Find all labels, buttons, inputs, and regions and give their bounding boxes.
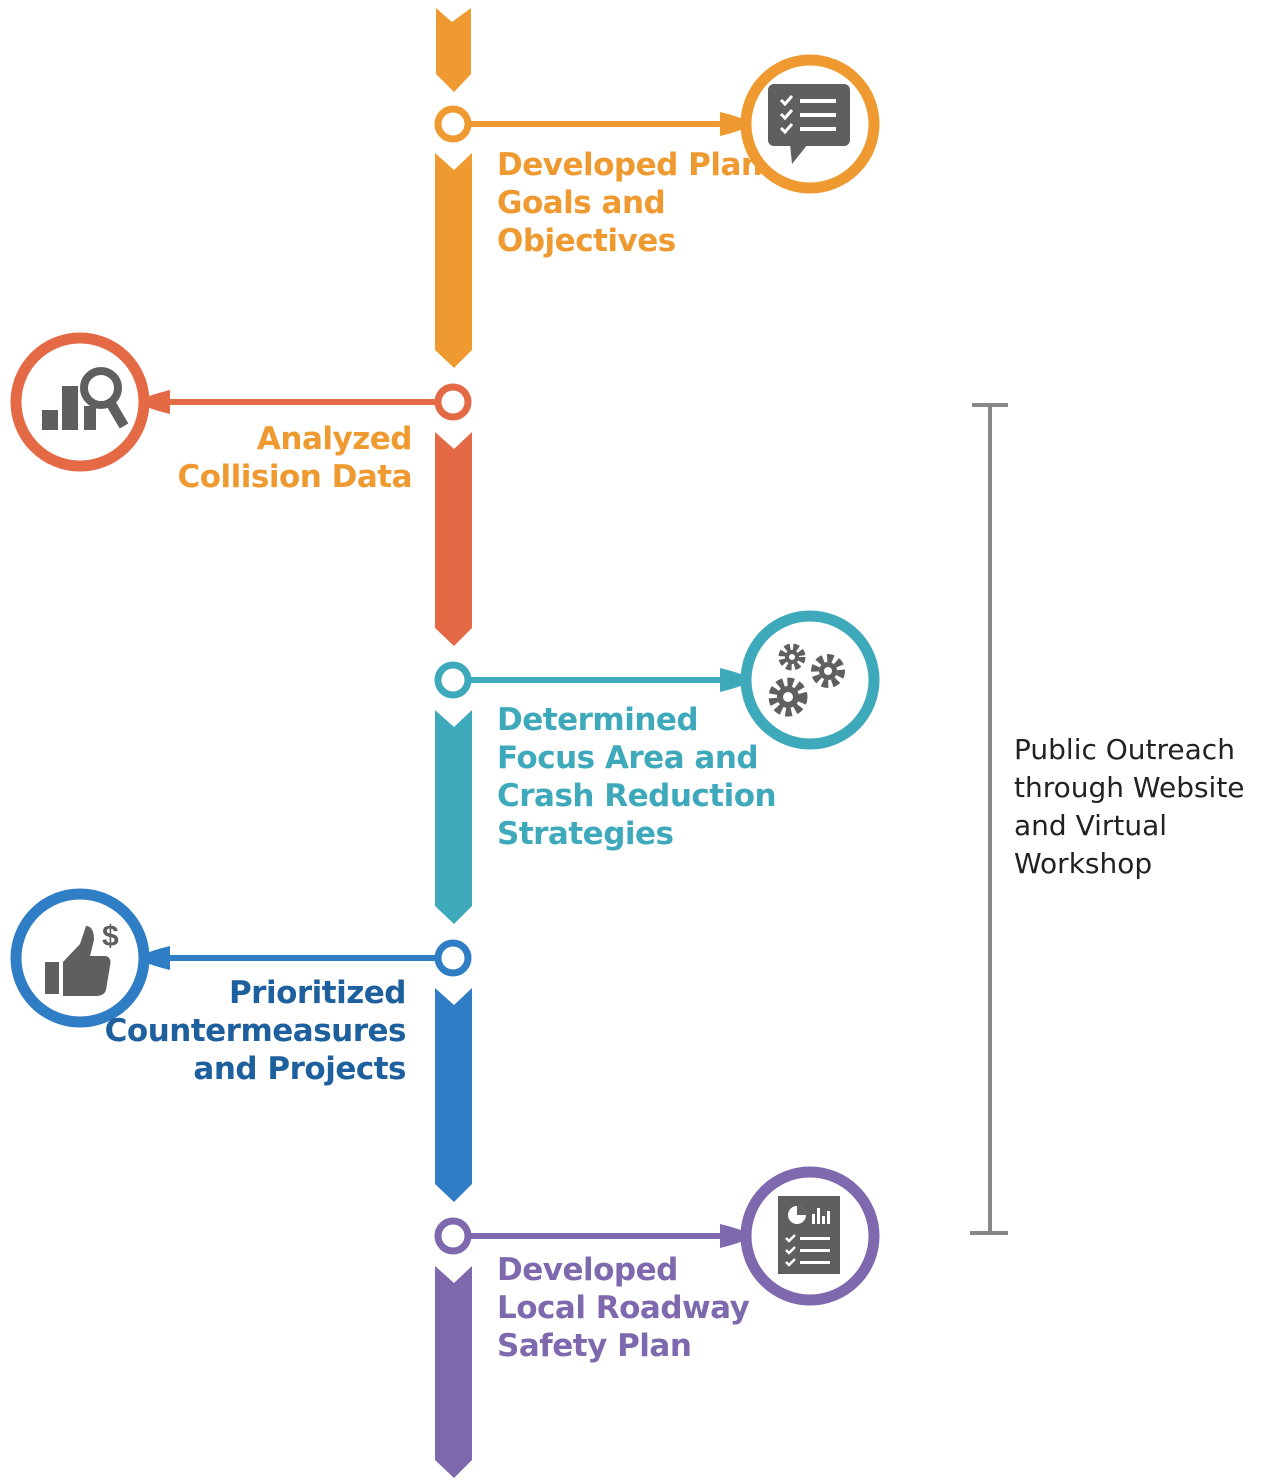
step-3-title: Determined Focus Area and Crash Reductio… [497, 701, 777, 853]
gears-icon [768, 643, 845, 717]
step-1-title: Developed Plan Goals and Objectives [497, 146, 763, 260]
step-5-title: Developed Local Roadway Safety Plan [497, 1251, 750, 1365]
step-1-title-line2: Goals and [497, 185, 666, 221]
step-2-title: Analyzed Collision Data [177, 420, 412, 496]
step-4-title-line1: Prioritized [228, 975, 407, 1011]
step-4-title-line3: and Projects [193, 1051, 406, 1087]
bar-chart-magnifier-icon [42, 367, 129, 430]
outreach-label-line3: and Virtual [1014, 809, 1168, 842]
step-5-title-line1: Developed [497, 1252, 678, 1288]
outreach-bracket [970, 403, 1008, 1235]
step-2-title-line1: Analyzed [256, 421, 413, 457]
timeline-segment-2 [435, 432, 472, 646]
step-1-title-line1: Developed Plan [497, 147, 763, 183]
outreach-label-line4: Workshop [1014, 847, 1153, 880]
thumbs-up-dollar-icon: $ [45, 920, 119, 996]
timeline-segment-3 [435, 710, 472, 924]
checklist-speech-bubble-icon [768, 84, 850, 164]
step-3-title-line3: Crash Reduction [497, 778, 777, 814]
outreach-label: Public Outreach through Website and Virt… [1014, 731, 1245, 883]
step-4-title: Prioritized Countermeasures and Projects [104, 974, 407, 1088]
step-5-title-line3: Safety Plan [497, 1328, 692, 1364]
step-2-title-line2: Collision Data [177, 459, 412, 495]
report-document-icon [778, 1196, 840, 1274]
outreach-label-line2: through Website [1014, 771, 1245, 804]
step-2-marker [10, 332, 472, 472]
timeline-segment-5 [435, 1266, 472, 1478]
timeline-segment-1 [435, 153, 472, 368]
step-4-title-line2: Countermeasures [104, 1013, 407, 1049]
timeline-segment-4 [435, 988, 472, 1202]
svg-text:$: $ [102, 920, 119, 953]
timeline-arrow-top [436, 8, 471, 92]
step-1-title-line3: Objectives [497, 223, 676, 259]
step-3-title-line1: Determined [497, 702, 699, 738]
outreach-label-line1: Public Outreach [1014, 733, 1235, 766]
step-3-title-line2: Focus Area and [497, 740, 759, 776]
step-5-title-line2: Local Roadway [497, 1290, 750, 1326]
step-3-title-line4: Strategies [497, 816, 674, 852]
